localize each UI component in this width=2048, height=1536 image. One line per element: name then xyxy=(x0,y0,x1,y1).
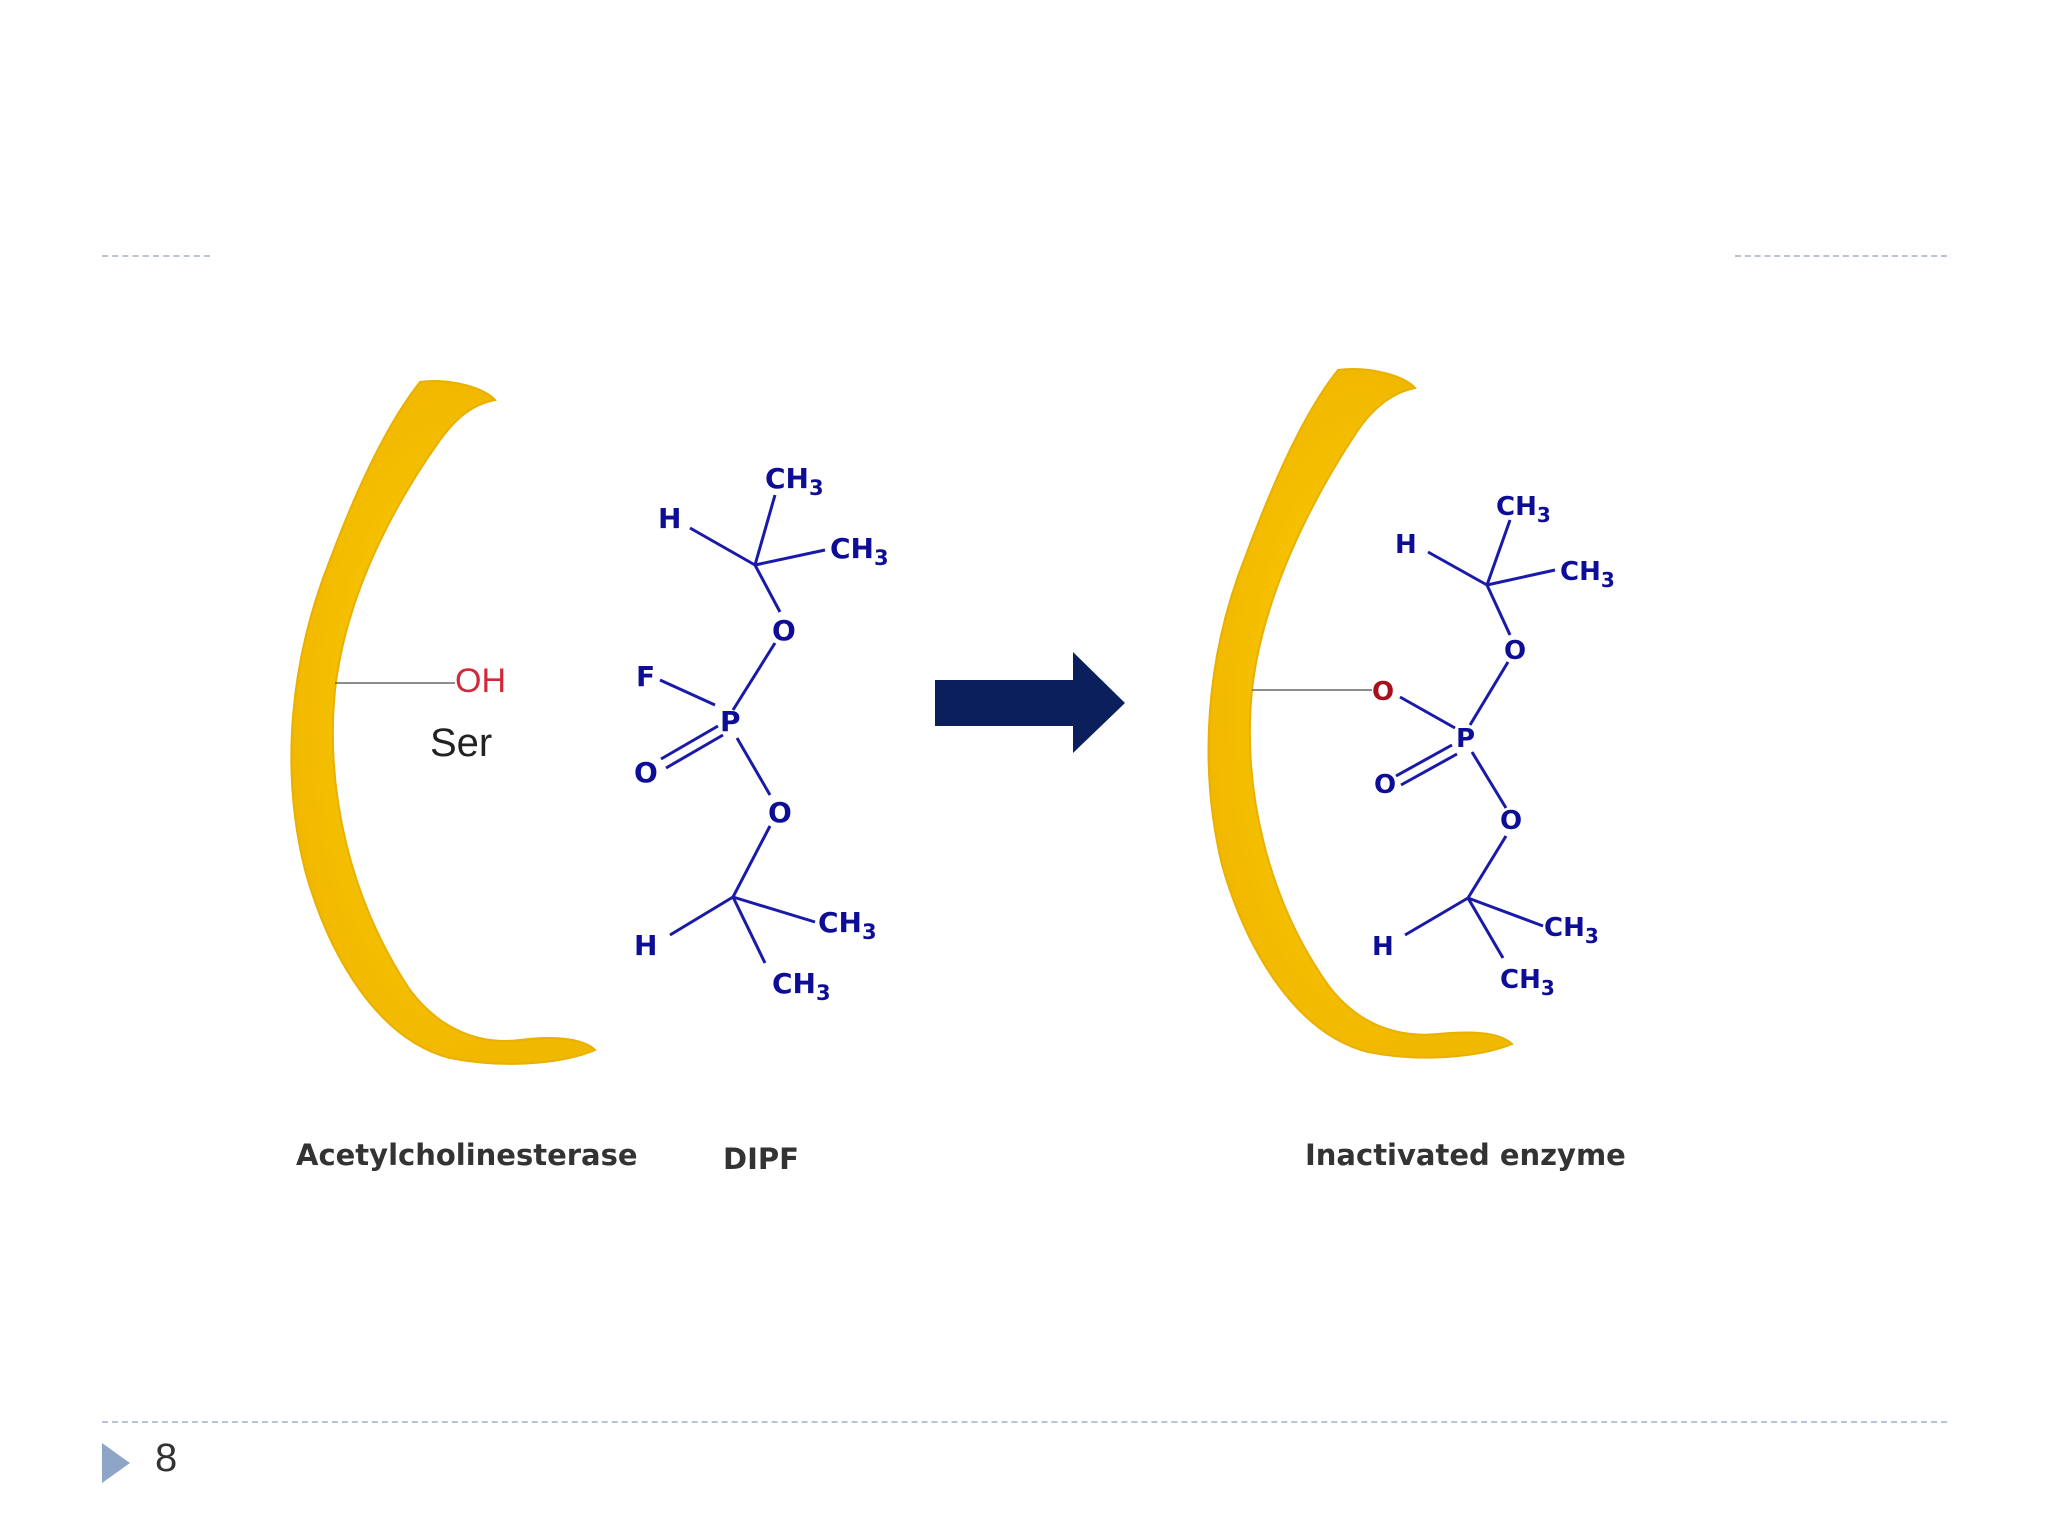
page-number: 8 xyxy=(155,1436,178,1480)
adduct-ch3-b: CH3 xyxy=(1560,557,1615,592)
dipf-molecule: CH3 H CH3 O F P O O H CH3 CH3 xyxy=(634,462,889,1005)
enzyme-shape-left xyxy=(290,380,597,1065)
dipf-ch3-d: CH3 xyxy=(772,967,831,1005)
dipf-o-bottom: O xyxy=(768,796,792,829)
adduct-phosphorus: P xyxy=(1456,724,1475,754)
inactivated-adduct: CH3 H CH3 O O P O O H CH3 CH3 xyxy=(1372,492,1615,1000)
adduct-o-bottom: O xyxy=(1500,806,1522,836)
dipf-fluorine: F xyxy=(636,660,655,693)
dipf-h-bottom: H xyxy=(634,929,657,962)
dipf-caption: DIPF xyxy=(723,1142,799,1176)
dipf-ch3-a: CH3 xyxy=(765,462,824,500)
top-left-divider xyxy=(102,255,210,257)
dipf-o-top: O xyxy=(772,614,796,647)
serine-label: Ser xyxy=(430,721,492,765)
adduct-o-top: O xyxy=(1504,636,1526,666)
top-right-divider xyxy=(1735,255,1947,257)
adduct-h-top: H xyxy=(1395,530,1417,560)
adduct-ch3-d: CH3 xyxy=(1500,965,1555,1000)
dipf-ch3-b: CH3 xyxy=(830,532,889,570)
dipf-o-double: O xyxy=(634,756,658,789)
adduct-o-serine: O xyxy=(1372,677,1394,707)
adduct-ch3-a: CH3 xyxy=(1496,492,1551,527)
bottom-divider xyxy=(102,1421,1947,1423)
enzyme-shape-right xyxy=(1207,368,1514,1059)
reaction-arrow xyxy=(935,652,1125,753)
slide-nav-triangle-icon[interactable] xyxy=(102,1443,130,1483)
adduct-h-bottom: H xyxy=(1372,932,1394,962)
adduct-o-double: O xyxy=(1374,770,1396,800)
dipf-h-top: H xyxy=(658,502,681,535)
adduct-ch3-c: CH3 xyxy=(1544,913,1599,948)
inactivated-caption: Inactivated enzyme xyxy=(1305,1138,1626,1172)
dipf-phosphorus: P xyxy=(720,705,741,738)
dipf-ch3-c: CH3 xyxy=(818,906,877,944)
enzyme-caption: Acetylcholinesterase xyxy=(296,1138,638,1172)
hydroxyl-label: OH xyxy=(455,662,506,700)
